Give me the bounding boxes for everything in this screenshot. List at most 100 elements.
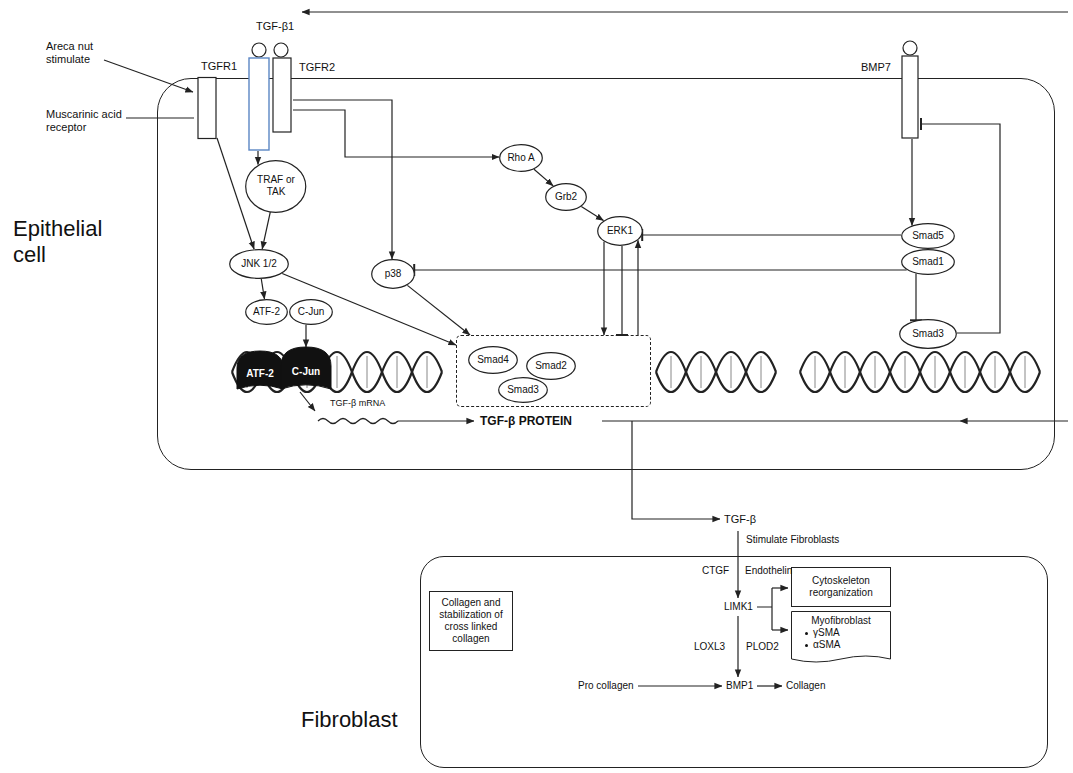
ligand-site — [903, 41, 917, 55]
free-label: Areca nut stimulate — [46, 40, 116, 66]
free-label: BMP1 — [726, 680, 753, 692]
bullet — [805, 632, 808, 635]
ellipse-outline — [499, 378, 548, 403]
process-arrow — [638, 685, 722, 686]
mrna-wave — [318, 419, 398, 424]
free-label: Pro collagen — [578, 680, 634, 692]
transcription-arrow — [300, 392, 315, 411]
feedback-arrow — [960, 420, 1068, 421]
activation-connector — [534, 169, 553, 186]
receptor: BMP7 — [899, 39, 921, 139]
protein-ellipse: p38 — [371, 259, 415, 289]
cell-outline: Epithelial cellTGFR1TGFR2BMP7TRAF or TAK… — [157, 78, 1055, 470]
protein-ellipse: Smad4 — [468, 346, 518, 374]
activation-connector — [261, 279, 264, 299]
node-text: p38 — [385, 268, 402, 280]
protein-ellipse: Smad5 — [901, 223, 955, 249]
node-text: Smad3 — [912, 328, 944, 340]
ellipse-outline — [246, 300, 288, 325]
dna-helix — [232, 352, 1040, 392]
receptor-body — [249, 58, 269, 150]
dna-strand — [800, 352, 1040, 392]
process-arrow — [757, 685, 782, 686]
inhibition-connector — [414, 269, 907, 270]
free-label: Endothelin — [745, 565, 792, 577]
activation-connector — [257, 151, 258, 165]
node-text: γSMA — [813, 627, 840, 639]
node-text: Smad2 — [535, 360, 567, 372]
ellipse-outline — [598, 217, 643, 246]
dna-rungs — [247, 356, 1025, 388]
protein-ellipse: Rho A — [499, 144, 543, 172]
ellipse-outline — [290, 300, 333, 325]
secretion-arrow — [632, 421, 720, 519]
dna-strand — [800, 352, 1040, 392]
inhibition-connector — [915, 274, 916, 321]
protein-ellipse: JNK 1/2 — [229, 249, 289, 279]
free-label: TGF-β PROTEIN — [480, 414, 572, 428]
node-text: TRAF or TAK — [254, 174, 298, 198]
dna-strand — [656, 352, 776, 392]
leader-line — [126, 117, 194, 118]
free-label: CTGF — [702, 565, 729, 577]
node-text: Collagen and stabilization of cross link… — [434, 597, 508, 645]
factor-silhouette — [281, 347, 331, 389]
document-box: MyofibroblastγSMAαSMA — [791, 611, 891, 667]
ligand-site — [252, 43, 266, 57]
branch-arrow — [772, 629, 788, 630]
receptor-body — [902, 56, 918, 138]
free-label: TGF-β mRNA — [330, 398, 385, 409]
inhibition-connector — [621, 246, 622, 335]
free-label: Collagen — [786, 680, 825, 692]
node-text: BMP7 — [861, 61, 891, 74]
ellipse-outline — [469, 347, 518, 374]
node-shape — [197, 77, 217, 139]
free-label: Stimulate Fibroblasts — [746, 534, 839, 546]
node-text: TGFR2 — [299, 61, 335, 74]
free-label: Muscarinic acid receptor — [46, 108, 134, 134]
node-text: JNK 1/2 — [241, 258, 277, 270]
complex-box: Smad4Smad2Smad3 — [456, 335, 651, 407]
stimulus-arrow — [104, 60, 193, 92]
activation-connector — [407, 285, 470, 335]
free-label: TGF-β — [724, 513, 756, 526]
activation-connector — [305, 325, 306, 347]
protein-ellipse: Smad3 — [899, 319, 957, 349]
activation-connector — [603, 242, 604, 335]
branch-arrow — [772, 587, 788, 588]
protein-ellipse: C-Jun — [289, 299, 333, 325]
node-text: αSMA — [813, 639, 840, 651]
node-text: Grb2 — [555, 191, 577, 203]
node-text: ERK1 — [607, 225, 633, 237]
node-text: Rho A — [507, 152, 534, 164]
receptor: TGFR1 — [197, 77, 217, 139]
signal-arrow — [737, 531, 738, 598]
factor-silhouette — [237, 351, 283, 389]
receptor-body — [273, 58, 291, 132]
node-text: Cytoskeleton reorganization — [796, 575, 886, 599]
free-label: TGF-β1 — [256, 20, 294, 33]
receptor-body — [198, 78, 216, 139]
activation-connector — [262, 212, 270, 249]
node-text: Smad4 — [477, 354, 509, 366]
cell-outline: FibroblastCytoskeleton reorganizationMyo… — [420, 556, 1048, 768]
process-box: Cytoskeleton reorganization — [791, 567, 891, 607]
node-text: Smad3 — [507, 384, 539, 396]
document-outline — [792, 612, 891, 663]
node-text: Smad1 — [912, 256, 944, 268]
protein-ellipse: Smad3 — [498, 377, 548, 403]
process-box: Collagen and stabilization of cross link… — [429, 591, 513, 651]
activation-connector — [293, 100, 392, 259]
activation-connector — [637, 240, 638, 335]
node-text: TGFR1 — [201, 60, 237, 73]
free-label: LIMK1 — [724, 601, 753, 613]
protein-ellipse: Smad1 — [901, 249, 955, 275]
signal-arrow — [737, 616, 738, 677]
ellipse-outline — [900, 320, 957, 349]
node-text: Myofibroblast — [797, 615, 885, 627]
protein-ellipse: Smad2 — [526, 352, 576, 380]
node-shape — [247, 41, 293, 151]
dna-strand — [656, 352, 776, 392]
node-text: C-Jun — [298, 306, 325, 318]
